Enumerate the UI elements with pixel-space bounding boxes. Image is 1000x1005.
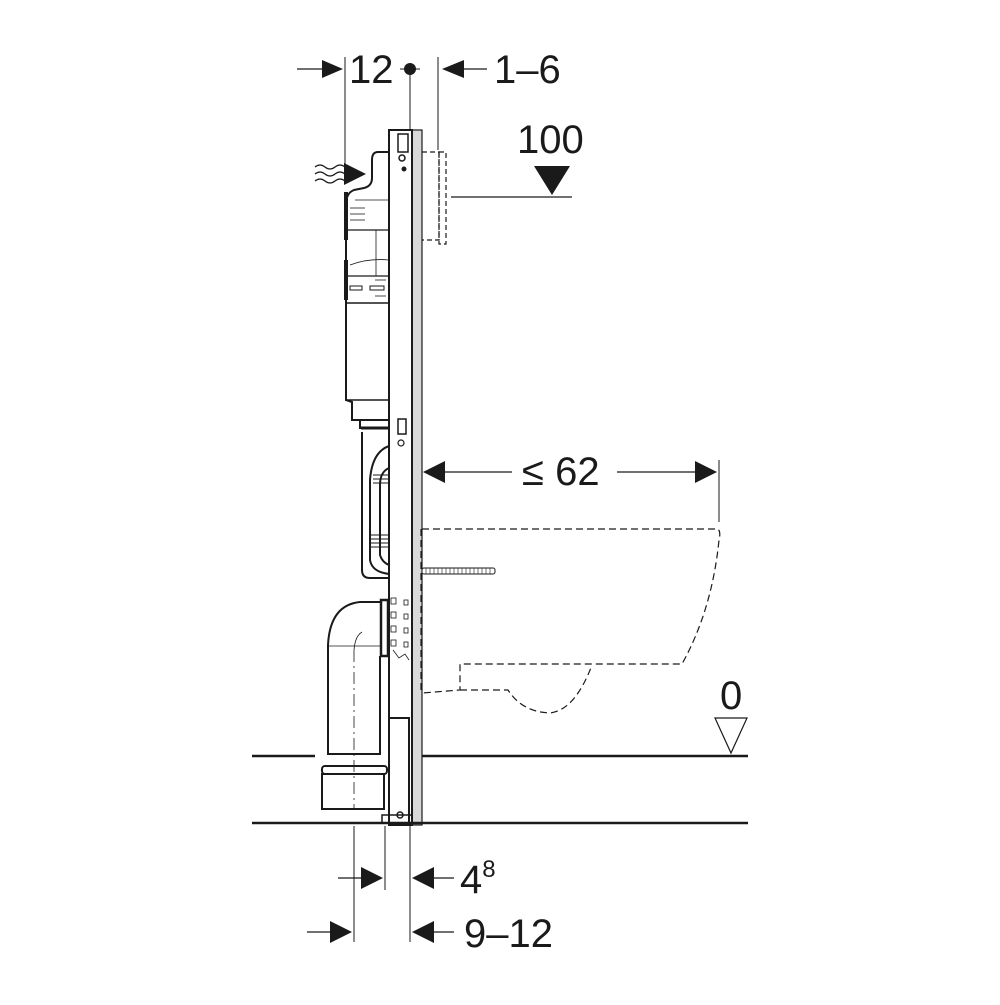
dimension-base: 4 — [460, 858, 483, 902]
height-marker-0 — [714, 717, 748, 755]
frame-leg — [381, 597, 413, 826]
dimension-label-12: 12 — [349, 48, 394, 92]
dimension-label-1-6: 1–6 — [494, 48, 561, 92]
bottom-dimension-lines — [307, 826, 454, 943]
wc-bowl-outline — [420, 528, 721, 714]
dimension-superscript: 8 — [482, 856, 496, 883]
drain-bend — [321, 598, 390, 810]
frame-rail — [388, 129, 423, 826]
projection-label: ≤ 62 — [522, 450, 600, 494]
floor-height-label-0: 0 — [720, 674, 743, 718]
cistern — [344, 151, 390, 421]
height-marker-100 — [451, 166, 572, 198]
top-dimension-lines — [297, 57, 487, 165]
dimension-label-9-12: 9–12 — [464, 912, 553, 956]
dimension-label-4-8: 48 — [460, 858, 496, 902]
flush-plate-outline — [422, 151, 447, 245]
projection-dimension — [423, 460, 720, 522]
mounting-stud — [421, 567, 496, 575]
height-label-100: 100 — [517, 118, 584, 162]
floor-lines — [252, 754, 748, 825]
flush-pipe — [359, 420, 390, 579]
water-supply-inlet — [314, 163, 366, 185]
